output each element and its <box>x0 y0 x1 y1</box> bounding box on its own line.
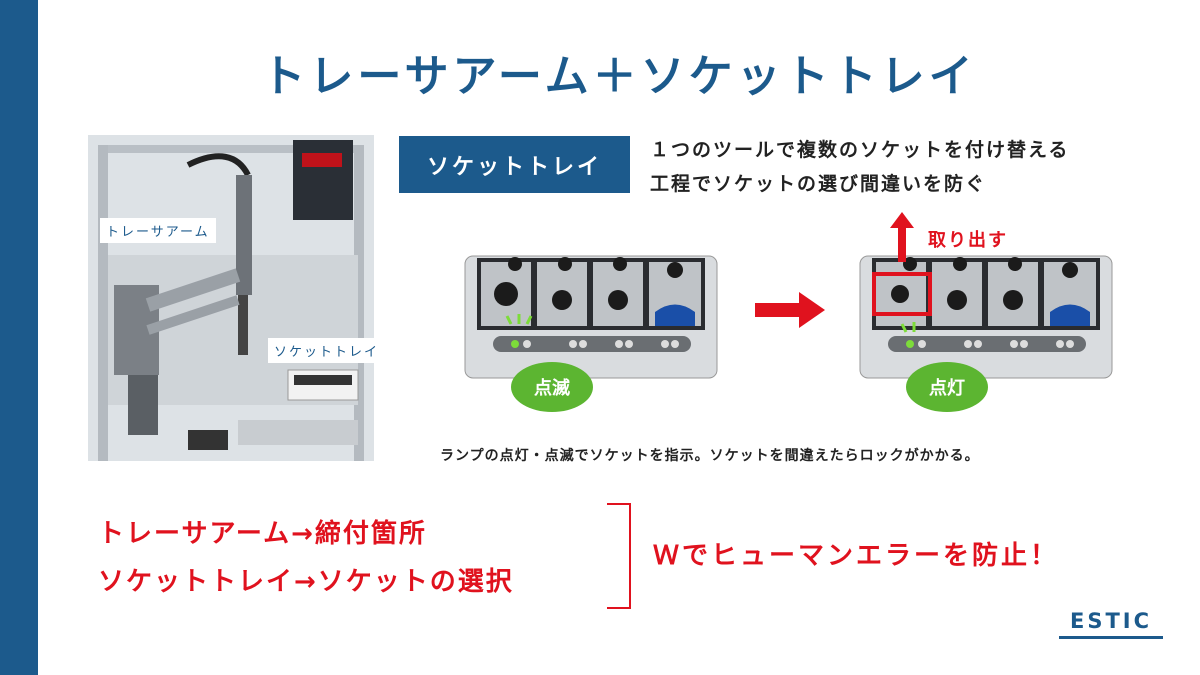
summary-list: トレーサアーム→締付箇所 ソケットトレイ→ソケットの選択 <box>98 510 514 606</box>
equipment-photo <box>88 135 374 461</box>
diagram-caption: ランプの点灯・点滅でソケットを指示。ソケットを間違えたらロックがかかる。 <box>440 448 980 464</box>
socket-tray-badge: ソケットトレイ <box>399 136 630 193</box>
socket-tray-illustration-lit <box>850 252 1122 382</box>
take-out-label: 取り出す <box>928 230 1008 251</box>
estic-logo: ESTIC <box>1057 609 1165 641</box>
summary-bracket <box>607 503 631 609</box>
photo-label-socket-tray: ソケットトレイ <box>268 338 386 363</box>
description: １つのツールで複数のソケットを付け替える 工程でソケットの選び間違いを防ぐ <box>650 133 1069 201</box>
slide-title: トレーサアーム＋ソケットトレイ <box>261 51 977 102</box>
blink-bubble: 点滅 <box>511 362 593 412</box>
description-line-1: １つのツールで複数のソケットを付け替える <box>650 139 1070 161</box>
logo-underline <box>1059 636 1163 639</box>
photo-label-tracer-arm: トレーサアーム <box>100 218 216 243</box>
socket-tray-illustration-blink <box>455 252 727 382</box>
lit-bubble: 点灯 <box>906 362 988 412</box>
left-accent-bar <box>0 0 38 675</box>
logo-text: ESTIC <box>1069 609 1153 633</box>
summary-line-2: ソケットトレイ→ソケットの選択 <box>98 567 514 597</box>
summary-line-1: トレーサアーム→締付箇所 <box>98 519 427 549</box>
arrow-up-icon <box>890 212 914 266</box>
arrow-right-icon <box>755 290 825 334</box>
conclusion-text: Ｗでヒューマンエラーを防止！ <box>653 541 1060 571</box>
description-line-2: 工程でソケットの選び間違いを防ぐ <box>650 173 987 195</box>
